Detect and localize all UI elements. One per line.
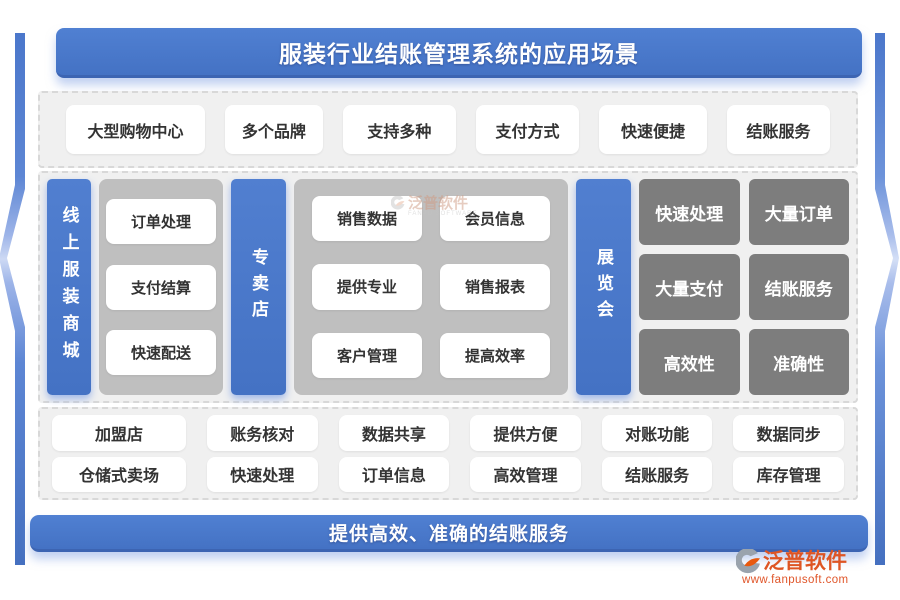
feature-chip-inventory-management: 库存管理 <box>733 456 844 492</box>
feature-chip-payment-method: 支付方式 <box>476 105 579 154</box>
feature-chip-member-info: 会员信息 <box>440 196 550 242</box>
feature-chip-sales-data: 销售数据 <box>312 196 422 242</box>
feature-chip-shopping-mall: 大型购物中心 <box>66 105 205 154</box>
feature-chip-data-sharing: 数据共享 <box>338 415 450 451</box>
fanpu-logo-icon <box>736 549 760 574</box>
bottom-banner: 提供高效、准确的结账服务 <box>30 515 868 552</box>
feature-chip-reconciliation: 对账功能 <box>601 415 713 451</box>
middle-scenarios-section: 线上服装商城 订单处理 支付结算 快速配送 专卖店 销售数据 会员信息 提供专业… <box>38 171 858 403</box>
feature-chip-fast-processing-2: 快速处理 <box>207 456 318 492</box>
bottom-scenarios-section: 加盟店 账务核对 数据共享 提供方便 对账功能 数据同步 仓储式卖场 快速处理 … <box>38 407 858 500</box>
feature-chip-account-verification: 账务核对 <box>207 415 318 451</box>
feature-chip-bulk-orders: 大量订单 <box>748 179 849 245</box>
feature-chip-settlement-service-2: 结账服务 <box>601 456 713 492</box>
label-online-clothing-mall: 线上服装商城 <box>47 179 91 395</box>
feature-chip-order-processing: 订单处理 <box>106 199 216 245</box>
feature-chip-multi-support: 支持多种 <box>342 105 456 154</box>
label-warehouse-market: 仓储式卖场 <box>52 456 186 492</box>
feature-chip-settlement-service-dark: 结账服务 <box>748 254 849 320</box>
specialty-store-feature-group: 销售数据 会员信息 提供专业 销售报表 客户管理 提高效率 <box>294 179 568 395</box>
online-mall-feature-group: 订单处理 支付结算 快速配送 <box>99 179 223 395</box>
feature-chip-data-sync: 数据同步 <box>733 415 844 451</box>
feature-chip-bulk-payment: 大量支付 <box>639 254 740 320</box>
feature-chip-settlement-service: 结账服务 <box>727 105 830 154</box>
footer-url[interactable]: www.fanpusoft.com <box>742 574 849 586</box>
feature-chip-fast-delivery: 快速配送 <box>106 329 216 375</box>
label-specialty-store: 专卖店 <box>231 179 286 395</box>
left-chevron-decoration <box>0 33 25 565</box>
exhibition-feature-group: 快速处理 大量订单 大量支付 结账服务 高效性 准确性 <box>639 179 849 395</box>
top-feature-row: 大型购物中心 多个品牌 支持多种 支付方式 快速便捷 结账服务 <box>38 91 858 168</box>
feature-chip-efficient-management: 高效管理 <box>470 456 581 492</box>
right-chevron-decoration <box>875 33 899 565</box>
feature-chip-accuracy: 准确性 <box>748 329 849 395</box>
feature-chip-professional: 提供专业 <box>312 264 422 310</box>
feature-chip-sales-report: 销售报表 <box>440 264 550 310</box>
feature-chip-fast-processing: 快速处理 <box>639 179 740 245</box>
feature-chip-improve-efficiency: 提高效率 <box>440 332 550 378</box>
page-title: 服装行业结账管理系统的应用场景 <box>56 28 862 78</box>
fanpu-logo: 泛普软件 www.fanpusoft.com <box>736 549 894 586</box>
feature-chip-payment-settlement: 支付结算 <box>106 264 216 310</box>
feature-chip-fast-convenient: 快速便捷 <box>598 105 708 154</box>
feature-chip-high-efficiency: 高效性 <box>639 329 740 395</box>
feature-chip-customer-management: 客户管理 <box>312 332 422 378</box>
label-exhibition: 展览会 <box>576 179 631 395</box>
label-franchise-store: 加盟店 <box>52 415 186 451</box>
feature-chip-multi-brand: 多个品牌 <box>224 105 323 154</box>
footer-brand-name: 泛普软件 <box>763 549 847 573</box>
feature-chip-order-info: 订单信息 <box>338 456 450 492</box>
feature-chip-convenience: 提供方便 <box>470 415 581 451</box>
